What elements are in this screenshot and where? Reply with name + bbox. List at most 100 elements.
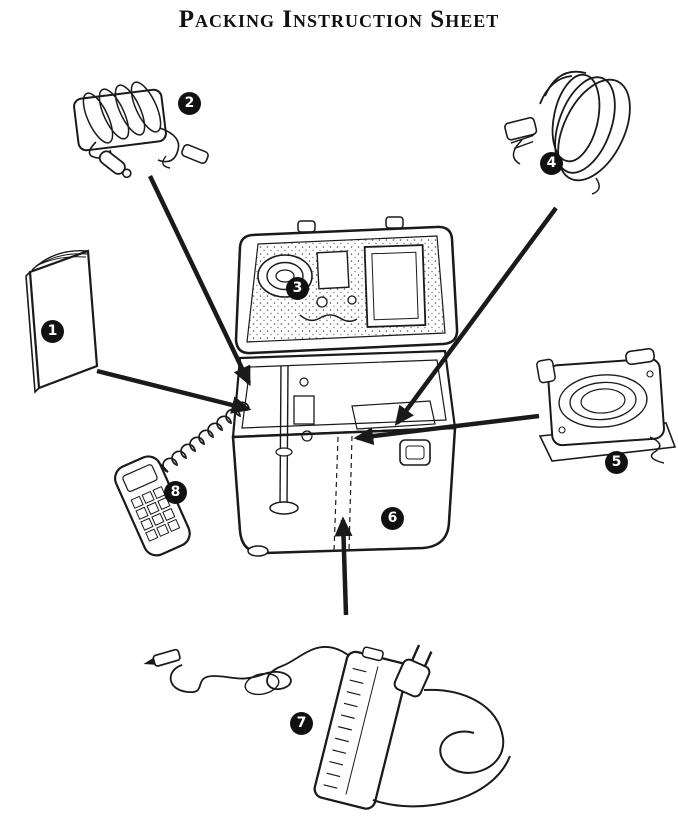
item-badge-8: 8: [164, 481, 187, 504]
arrow-item5-to-case: [353, 413, 540, 445]
psu-brick: [313, 650, 409, 810]
item-badge-4: 4: [540, 152, 563, 175]
key: [151, 512, 165, 526]
key: [130, 495, 144, 509]
lid-box: [363, 244, 427, 328]
cord-wrap-3: [114, 84, 146, 136]
wound-cable-mid: [569, 381, 637, 421]
page-title: Packing Instruction Sheet: [178, 6, 500, 33]
bundle-clamp: [504, 116, 538, 150]
reel-cable-tail: [649, 436, 665, 464]
case-strap-dash-right: [348, 435, 353, 552]
psu-strain-relief: [361, 646, 384, 662]
ac-plug-prongs: [411, 644, 433, 667]
cable-reel-unit: [536, 347, 677, 464]
case-latch: [399, 439, 431, 466]
ac-cord-loop: [423, 688, 505, 774]
lid-grommet-left: [316, 296, 328, 308]
ac-cord-from-brick: [372, 755, 511, 808]
mast-collar: [275, 447, 293, 457]
item-badge-3: 3: [286, 277, 309, 300]
item-badge-5: 5: [605, 451, 628, 474]
power-adapter: [73, 81, 209, 179]
lid-latch-right: [385, 216, 404, 229]
adapter-connector: [181, 143, 209, 165]
clamp-jaws: [510, 134, 534, 150]
lid-grommet-right: [347, 295, 357, 305]
handset-body: [114, 455, 191, 557]
interior-knob-lower: [301, 430, 313, 442]
booklet-cover: [28, 249, 99, 390]
ac-power-supply: [143, 644, 511, 810]
key: [162, 507, 176, 522]
adapter-tail-loop: [162, 155, 171, 169]
case-strap-dash-left: [333, 436, 339, 553]
psu-brick-group: [313, 646, 409, 810]
bundle-loop-2: [557, 78, 631, 182]
booklet-spine: [25, 271, 40, 394]
interior-slot-outline: [351, 400, 436, 430]
handset-display: [122, 464, 158, 492]
dc-connector: [143, 648, 181, 667]
case-lid: [234, 216, 459, 355]
handset-keypad: [130, 485, 181, 542]
key: [156, 523, 170, 537]
coiled-cable-mid: [266, 261, 304, 291]
instruction-booklet: [25, 249, 99, 394]
arrow-item1-to-case: [96, 368, 252, 414]
arrow-item2-to-case: [147, 175, 252, 387]
bundle-loop-3: [551, 73, 601, 163]
coiled-cable-inner: [275, 269, 295, 283]
interior-knob-upper: [299, 377, 309, 387]
lid-small-box: [316, 250, 350, 290]
dc-connector-tip: [143, 658, 156, 665]
cord-wrap-1: [82, 92, 114, 144]
reel-handle: [625, 347, 655, 366]
reel-screw-right: [646, 370, 654, 378]
interior-mast: [279, 365, 289, 506]
bundle-strap-2: [539, 75, 573, 105]
lid-latch-left: [297, 220, 316, 233]
dc-cord-wavy: [169, 646, 349, 693]
case-latch-inner: [405, 445, 425, 460]
packing-arrows: [96, 175, 558, 616]
lid-cable-squiggle: [299, 314, 358, 322]
reel-side-tab: [536, 358, 556, 384]
adapter-tail-cord: [157, 127, 180, 163]
cord-wrap-4: [130, 81, 162, 133]
mast-base: [269, 501, 299, 515]
cord-wrap-2: [98, 88, 130, 140]
bundle-tail-bottom: [591, 177, 600, 195]
wound-cable-inner: [580, 388, 626, 414]
interior-bracket: [293, 395, 315, 425]
item-badge-2: 2: [178, 92, 201, 115]
key: [146, 501, 160, 516]
handset-coiled-cord: [162, 401, 250, 473]
item-badge-1: 1: [41, 320, 64, 343]
lighter-plug: [98, 150, 132, 179]
dc-connector-body: [152, 648, 181, 667]
reel-screw-left: [558, 426, 566, 434]
arrow-item4-to-case: [394, 206, 558, 426]
lid-box-inner: [371, 251, 419, 321]
wound-cable-outer: [558, 374, 648, 428]
cable-bundle: [504, 70, 631, 195]
arrow-item7-to-case: [334, 516, 353, 616]
item-badge-6: 6: [381, 507, 404, 530]
key: [167, 518, 181, 533]
handset-body-group: [114, 455, 191, 557]
clamp-body: [504, 116, 538, 141]
dc-cord-loop: [244, 672, 280, 696]
key: [141, 490, 155, 505]
lighter-plug-tip: [121, 168, 132, 179]
key: [145, 528, 159, 542]
booklet-pages-3: [35, 256, 87, 267]
ac-plug-body: [393, 658, 431, 698]
case-foot: [247, 545, 269, 557]
key: [135, 506, 149, 520]
psu-vents: [323, 667, 367, 789]
bundle-loop-1: [554, 76, 616, 174]
bundle-tail-left: [512, 139, 523, 165]
